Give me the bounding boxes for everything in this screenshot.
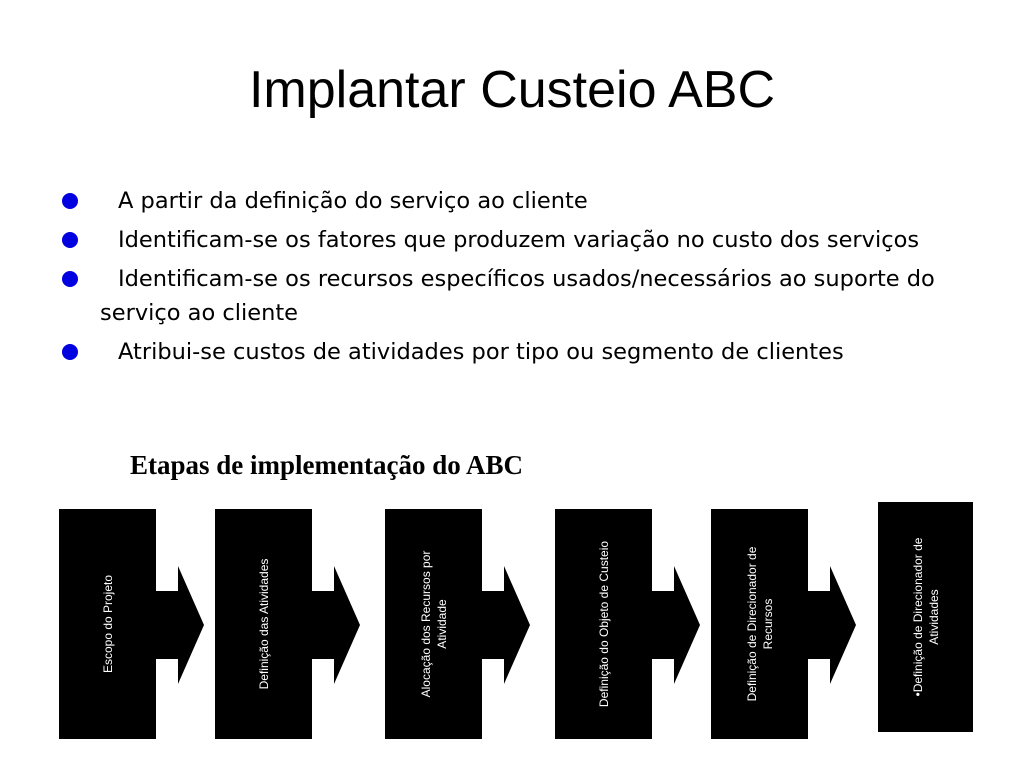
diagram-title: Etapas de implementação do ABC [130,450,524,480]
bullet-dot-icon [62,344,78,360]
step-label: Definição do Objeto de Custeio [596,540,611,708]
step-box-activities: Definição das Atividades [215,509,312,739]
step-label: Definição de Direcionador de Recursos [744,546,775,702]
bullet-text: Atribui-se custos de atividades por tipo… [118,339,844,365]
step-label: •Definição de Direcionador de Atividades [910,537,941,697]
step-label: Alocação dos Recursos por Atividade [418,550,449,698]
bullet-dot-icon [62,232,78,248]
bullet-item: A partir da definição do serviço ao clie… [62,184,962,218]
arrow-right-icon [652,566,700,684]
bullet-text: Identificam-se os recursos específicos u… [100,266,935,326]
step-box-scope: Escopo do Projeto [59,509,156,739]
slide-title: Implantar Custeio ABC [248,61,776,119]
step-box-resource-allocation: Alocação dos Recursos por Atividade [385,509,482,739]
bullet-text: A partir da definição do serviço ao clie… [118,188,588,214]
bullet-item: Identificam-se os recursos específicos u… [62,262,962,330]
bullet-list: A partir da definição do serviço ao clie… [62,184,962,374]
step-box-resource-driver: Definição de Direcionador de Recursos [711,509,808,739]
arrow-right-icon [312,566,360,684]
arrow-right-icon [482,566,530,684]
step-box-cost-object: Definição do Objeto de Custeio [555,509,652,739]
arrow-right-icon [808,566,856,684]
step-label: Escopo do Projeto [100,574,115,674]
bullet-dot-icon [62,193,78,209]
bullet-item: Atribui-se custos de atividades por tipo… [62,335,962,369]
step-box-activity-driver: •Definição de Direcionador de Atividades [878,502,973,732]
step-label: Definição das Atividades [256,558,271,690]
bullet-text: Identificam-se os fatores que produzem v… [118,227,920,253]
arrow-right-icon [156,566,204,684]
bullet-item: Identificam-se os fatores que produzem v… [62,223,962,257]
bullet-dot-icon [62,271,78,287]
